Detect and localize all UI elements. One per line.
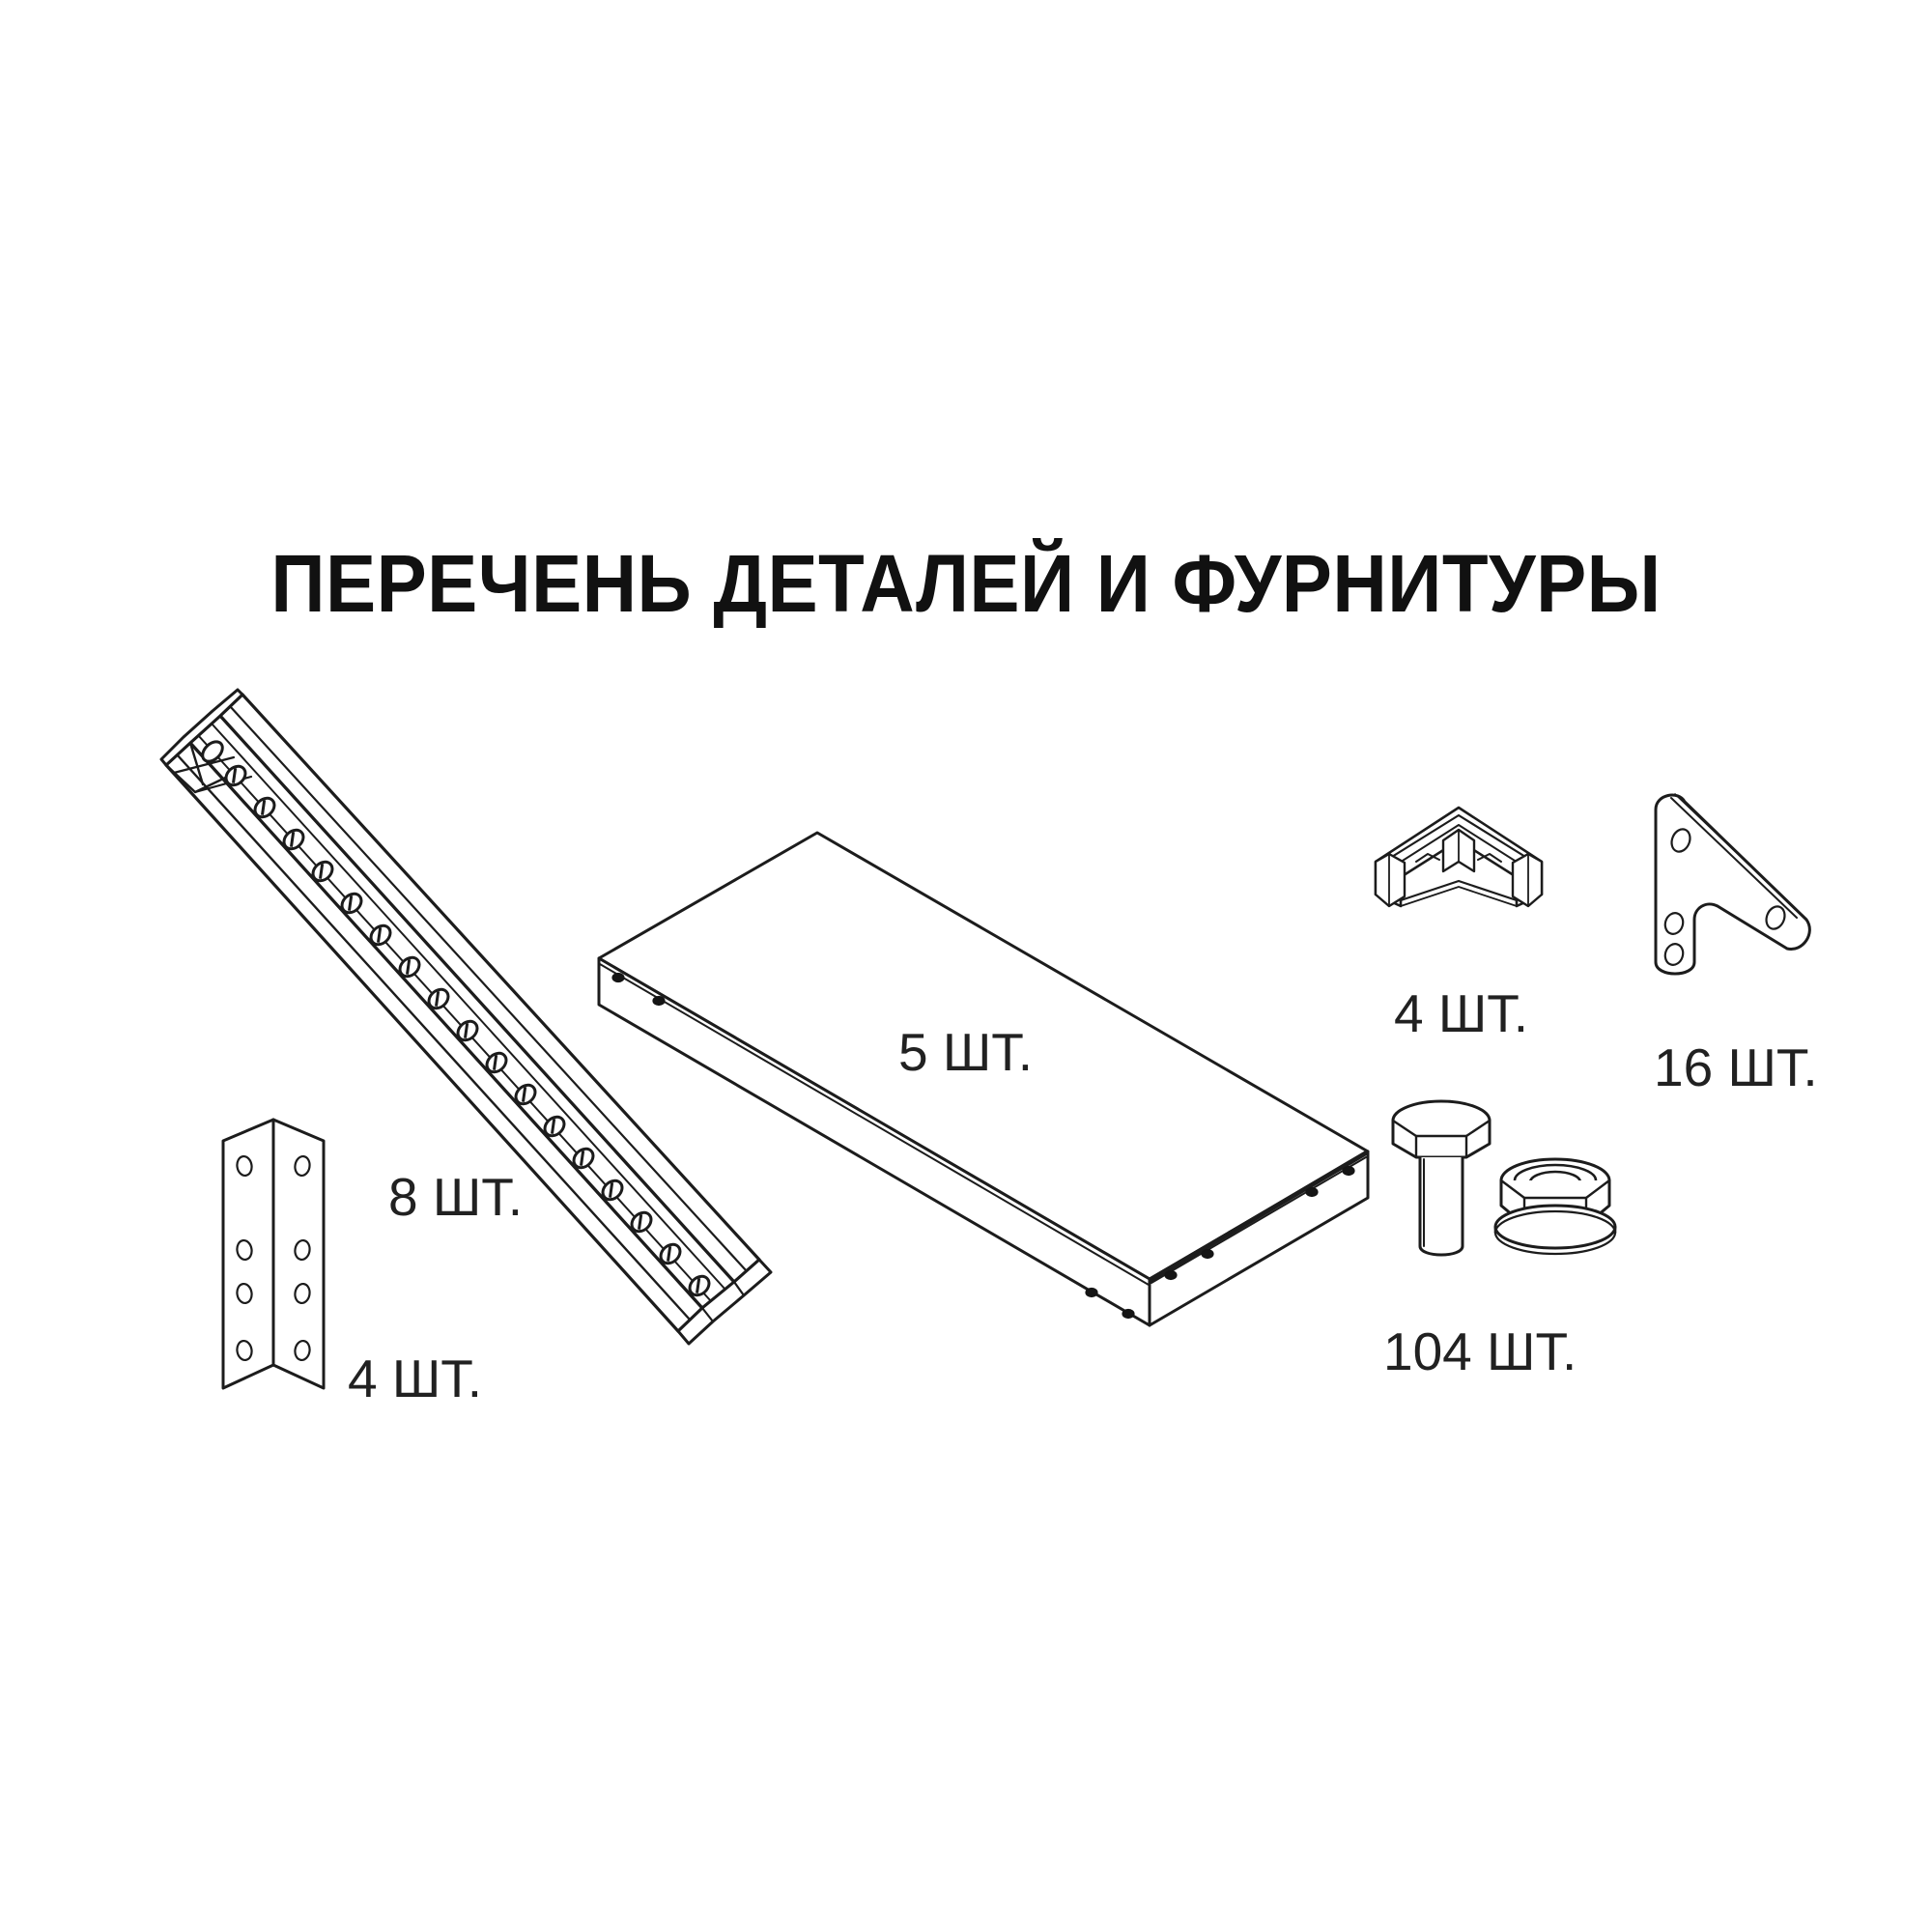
plastic-corner-cap-quantity: 4 ШТ. — [1394, 983, 1529, 1043]
plastic-corner-cap-icon — [1362, 802, 1555, 918]
shelf-panel-quantity: 5 ШТ. — [898, 1022, 1034, 1082]
perforated-upright-post-quantity: 8 ШТ. — [388, 1167, 524, 1227]
l-gusset-bracket-quantity: 16 ШТ. — [1654, 1037, 1818, 1097]
perforated-upright-post-icon — [145, 676, 860, 1372]
page-title: ПЕРЕЧЕНЬ ДЕТАЛЕЙ И ФУРНИТУРЫ — [270, 538, 1662, 629]
l-gusset-bracket-icon — [1642, 782, 1826, 1005]
bolt-and-nut-quantity: 104 ШТ. — [1383, 1321, 1577, 1381]
bolt-and-flange-nut-icon — [1381, 1092, 1623, 1294]
corner-angle-connector-quantity: 4 ШТ. — [348, 1349, 483, 1408]
shelf-panel-icon — [570, 811, 1391, 1333]
corner-angle-connector-icon — [217, 1116, 333, 1396]
